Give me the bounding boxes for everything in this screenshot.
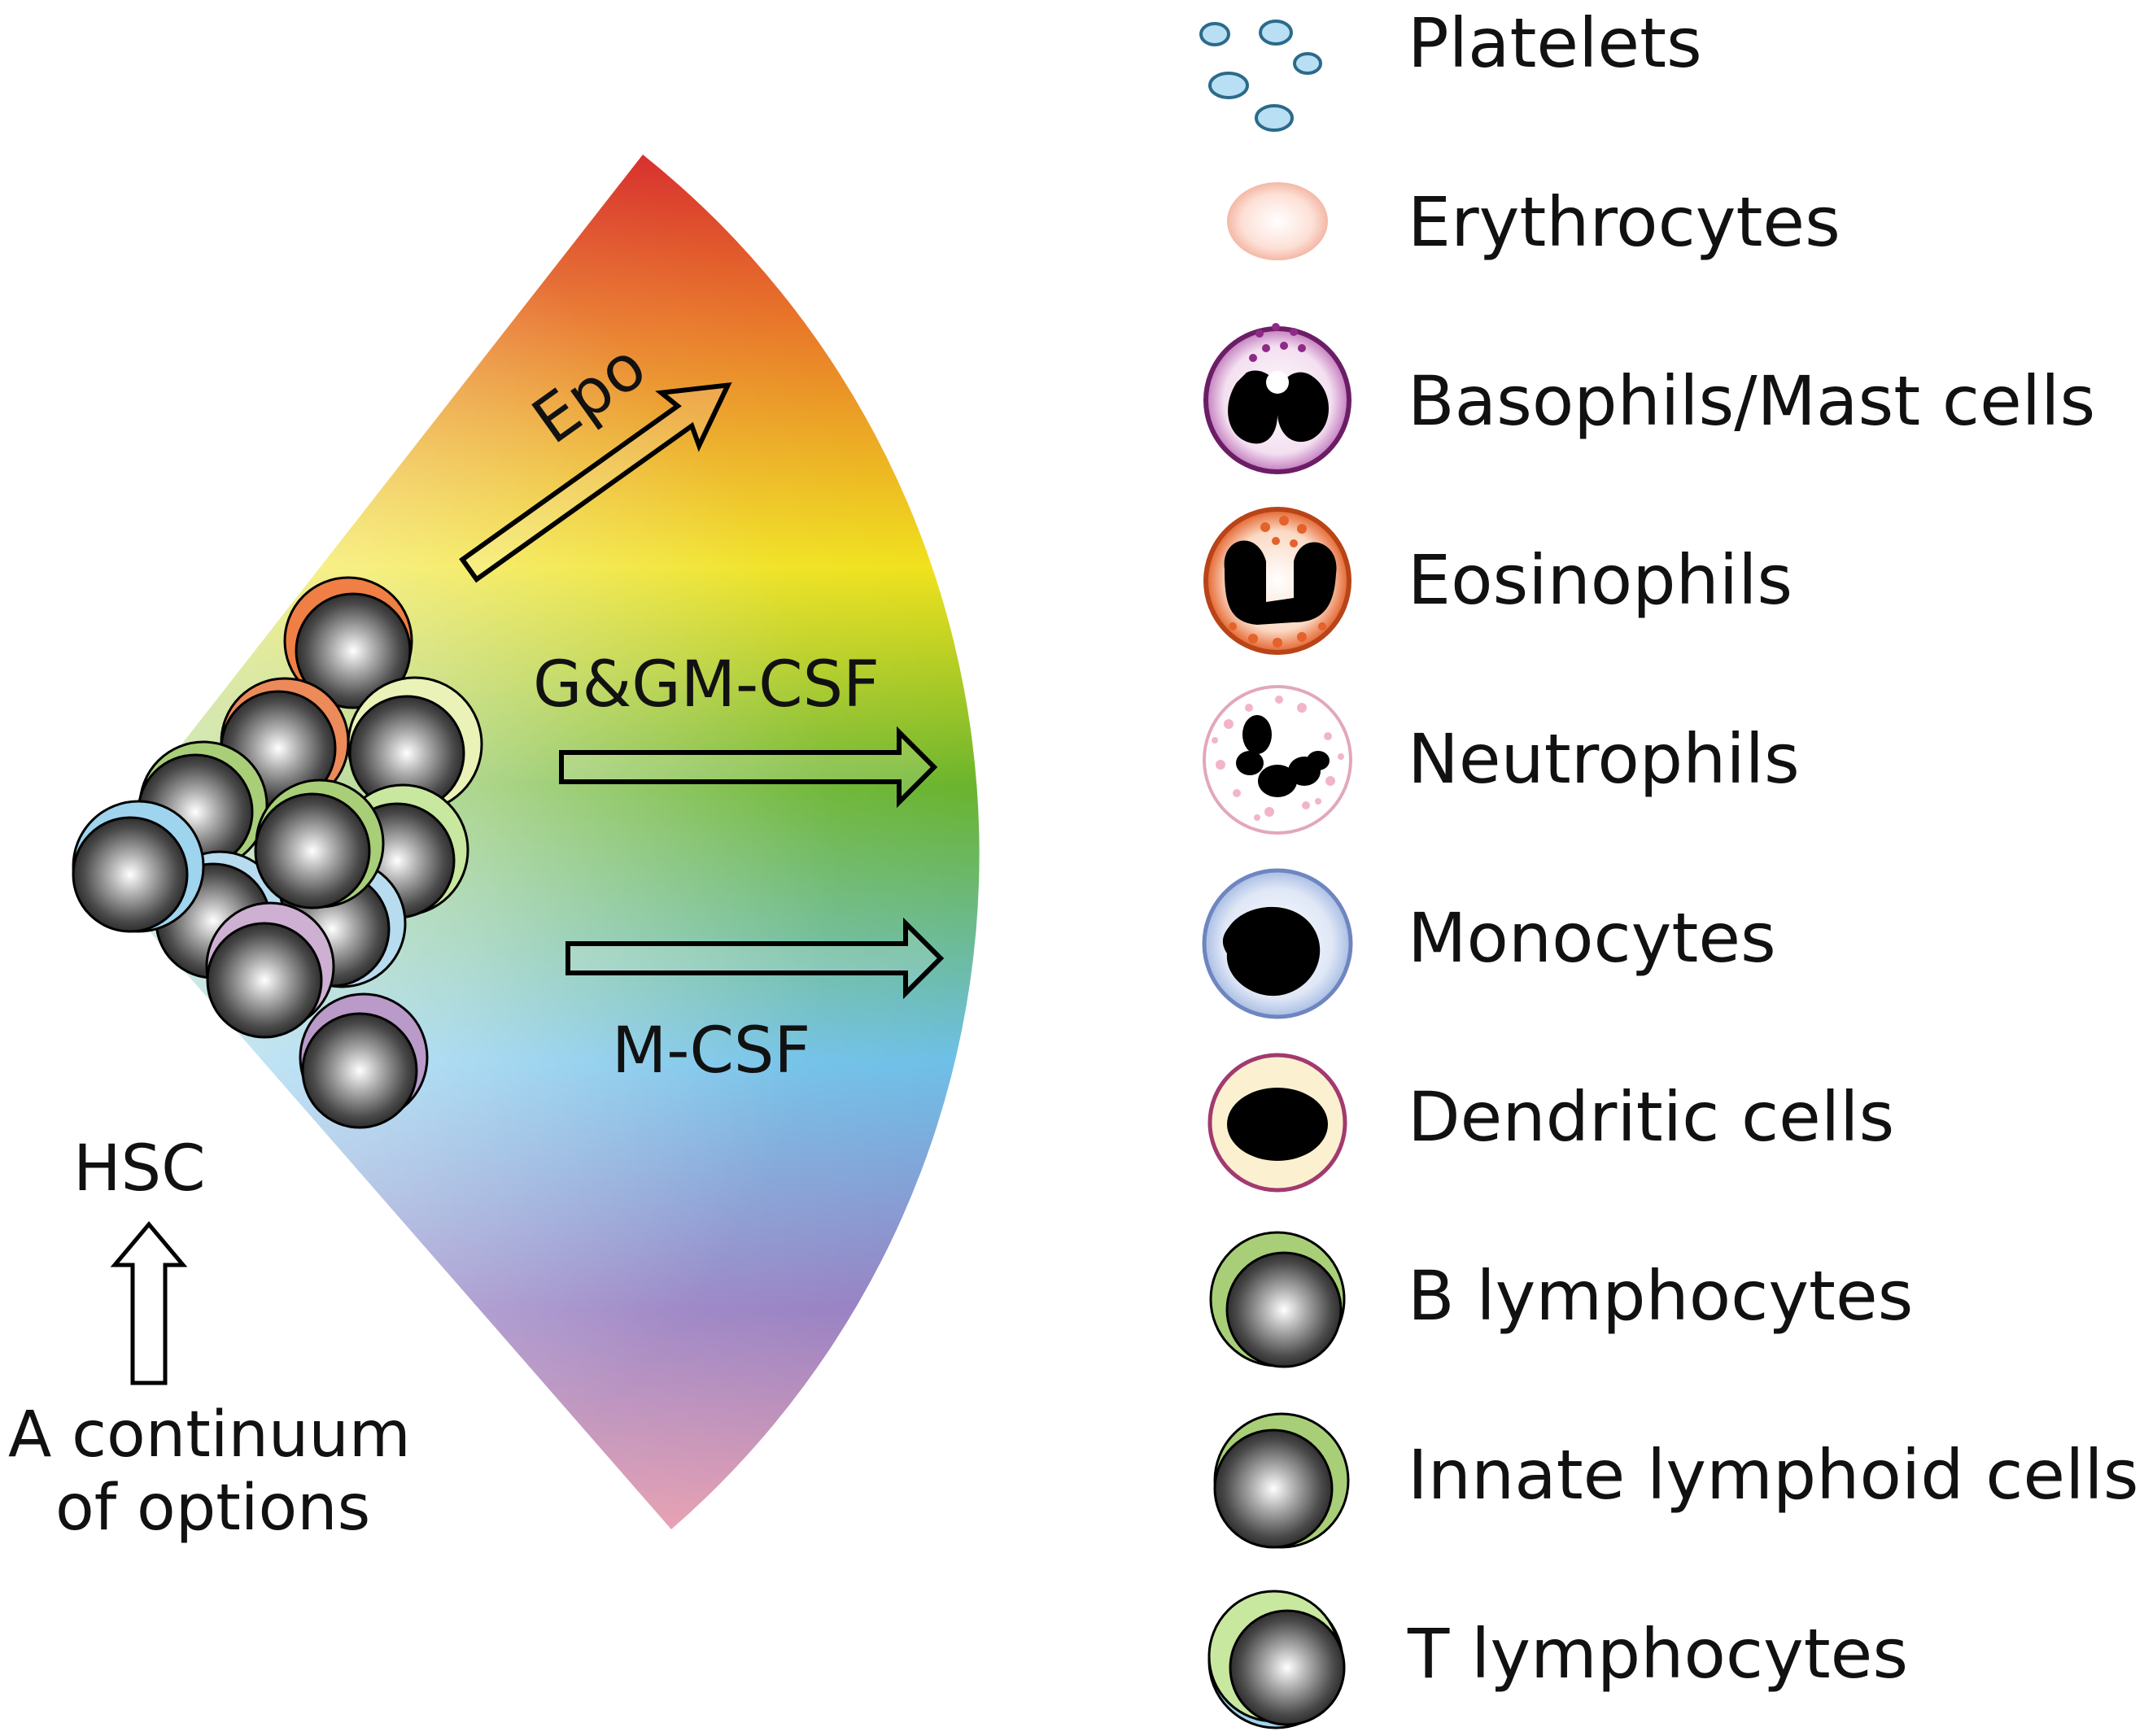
legend <box>1199 20 1353 1729</box>
dendritic-cell-icon <box>1207 1053 1347 1193</box>
g-gm-csf-label: G&GM-CSF <box>533 648 880 722</box>
m-csf-arrow <box>565 917 945 1000</box>
hsc-label: HSC <box>73 1132 206 1206</box>
neutrophil-icon <box>1203 685 1352 835</box>
hsc-caption-line1: A continuum <box>8 1398 411 1472</box>
legend-label-dendritic: Dendritic cells <box>1408 1077 1894 1157</box>
m-csf-label: M-CSF <box>612 1014 810 1088</box>
eosinophil-icon <box>1203 507 1351 655</box>
hsc-cell <box>283 576 413 709</box>
innate-lymphoid-cell-icon <box>1213 1412 1350 1549</box>
b-lymphocyte-icon <box>1209 1231 1346 1368</box>
basophil-icon <box>1203 323 1351 474</box>
epo-arrow <box>459 382 732 583</box>
legend-label-eosinophils: Eosinophils <box>1408 540 1792 620</box>
hsc-cluster <box>72 576 483 1129</box>
g-gm-csf-arrow <box>559 726 938 809</box>
legend-label-innate-lymphoid: Innate lymphoid cells <box>1408 1435 2139 1515</box>
legend-label-t-lymphocytes: T lymphocytes <box>1407 1614 1908 1694</box>
hsc-up-arrow <box>110 1221 188 1385</box>
monocyte-icon <box>1202 868 1353 1019</box>
differentiation-wedge <box>90 155 980 1529</box>
platelets-icon <box>1199 20 1322 132</box>
hsc-cell <box>72 800 205 933</box>
legend-label-neutrophils: Neutrophils <box>1408 719 1800 799</box>
legend-label-b-lymphocytes: B lymphocytes <box>1408 1256 1913 1336</box>
erythrocyte-icon <box>1227 182 1328 260</box>
hsc-cell <box>254 779 385 909</box>
hsc-caption-line2: of options <box>55 1472 370 1545</box>
legend-label-platelets: Platelets <box>1408 3 1702 83</box>
legend-label-monocytes: Monocytes <box>1408 898 1776 978</box>
legend-label-basophils: Basophils/Mast cells <box>1408 361 2095 441</box>
legend-label-erythrocytes: Erythrocytes <box>1408 182 1841 262</box>
hsc-cell <box>205 901 335 1039</box>
t-lymphocyte-icon <box>1207 1590 1346 1729</box>
hsc-cell <box>299 992 429 1129</box>
